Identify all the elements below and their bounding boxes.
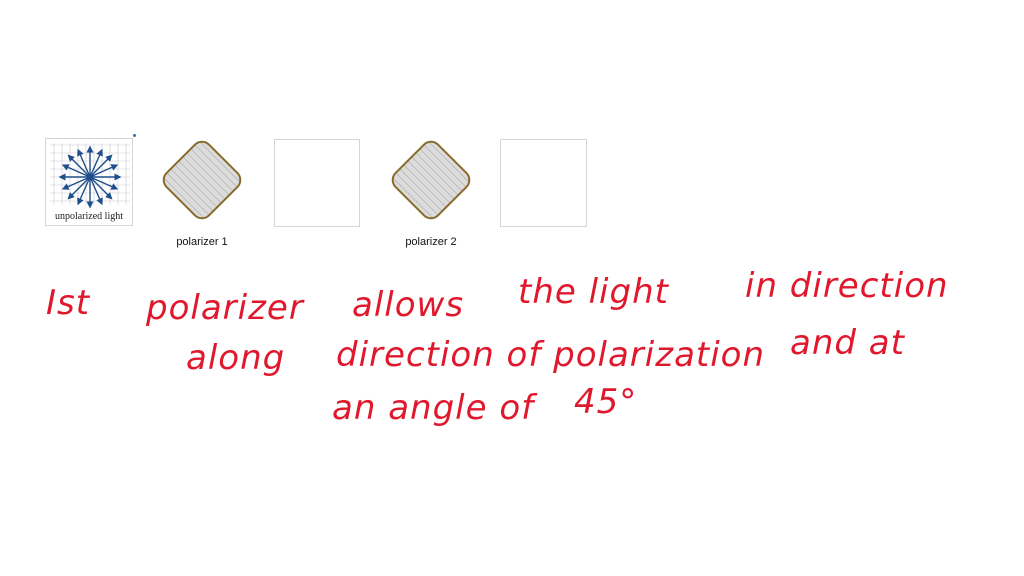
unpolarized-light-label: unpolarized light: [54, 211, 124, 222]
empty-tile-2: [500, 139, 587, 227]
polarizer-1-label: polarizer 1: [176, 236, 228, 248]
polarizer-1-icon: [159, 137, 245, 223]
corner-dot: [133, 134, 136, 137]
handwriting-line1-in-direction: in direction: [745, 266, 949, 306]
handwriting-line1-ordinal: Ist: [46, 283, 91, 323]
handwriting-line2-and-at: and at: [790, 323, 905, 363]
empty-tile-1: [274, 139, 360, 227]
handwriting-line3-45-degrees: 45°: [574, 382, 638, 422]
handwriting-line1-allows: allows: [352, 285, 465, 325]
handwriting-line2-direction-of-polarization: direction of polarization: [336, 335, 766, 375]
handwriting-line1-the-light: the light: [518, 272, 669, 312]
unpolarized-light-icon: [50, 143, 130, 209]
polarizer-2-icon: [388, 137, 474, 223]
handwriting-line3-an-angle-of: an angle of: [332, 388, 535, 428]
handwriting-line1-polarizer: polarizer: [146, 288, 304, 328]
polarizer-2-label: polarizer 2: [405, 236, 457, 248]
unpolarized-light-tile: unpolarized light: [45, 138, 133, 226]
handwriting-line2-along: along: [186, 338, 286, 378]
